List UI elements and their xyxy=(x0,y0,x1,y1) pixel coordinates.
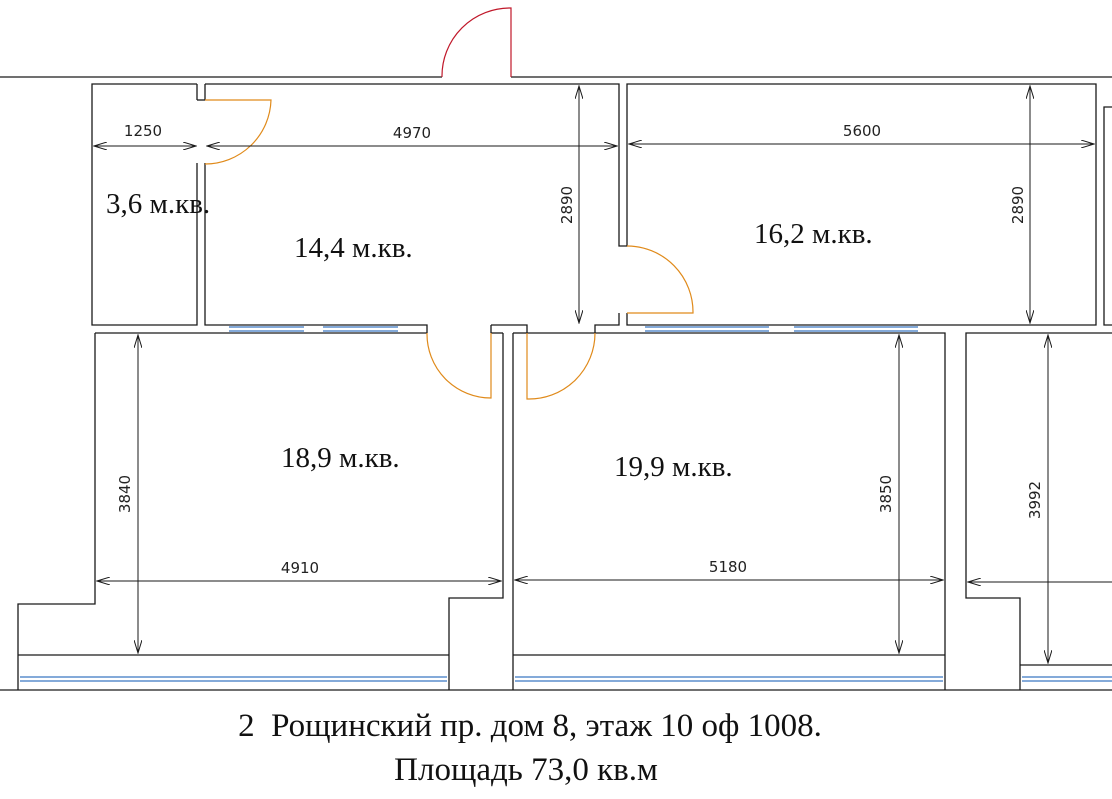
door-center-office xyxy=(526,332,596,400)
dimension-labels: 1250 4970 5600 2890 2890 3840 4910 5180 … xyxy=(116,122,1044,577)
total-area-caption: Площадь 73,0 кв.м xyxy=(394,752,658,788)
dim-5180: 5180 xyxy=(709,558,747,576)
door-left-office xyxy=(426,332,492,399)
dim-4910: 4910 xyxy=(281,559,319,577)
door-closet xyxy=(204,99,272,165)
dim-4970: 4970 xyxy=(393,124,431,142)
dim-3840: 3840 xyxy=(116,475,134,513)
dim-2890-b: 2890 xyxy=(1009,186,1027,224)
room-closet-area: 3,6 м.кв. xyxy=(106,188,210,220)
corridor-walls xyxy=(0,76,1112,691)
walls xyxy=(17,83,1112,690)
room-left-office-area: 18,9 м.кв. xyxy=(281,442,400,474)
room-entry-area: 14,4 м.кв. xyxy=(294,232,413,264)
dim-5600: 5600 xyxy=(843,122,881,140)
room-center-office-area: 19,9 м.кв. xyxy=(614,451,733,483)
room-right-office-area: 16,2 м.кв. xyxy=(754,218,873,250)
wall-entry-room xyxy=(205,83,1097,326)
windows xyxy=(20,326,1112,682)
door-entrance xyxy=(441,7,512,78)
doors xyxy=(204,7,694,400)
wall-right-partial xyxy=(965,332,1112,690)
dimension-lines xyxy=(94,86,1112,663)
door-right-office xyxy=(626,245,694,314)
dim-3992: 3992 xyxy=(1026,481,1044,519)
dim-1250: 1250 xyxy=(124,122,162,140)
address-caption: 2 Рощинский пр. дом 8, этаж 10 оф 1008. xyxy=(238,708,822,744)
dim-3850: 3850 xyxy=(877,475,895,513)
room-area-labels: 3,6 м.кв. 14,4 м.кв. 16,2 м.кв. 18,9 м.к… xyxy=(106,188,873,483)
wall-closet xyxy=(91,83,198,326)
dim-2890-a: 2890 xyxy=(558,186,576,224)
